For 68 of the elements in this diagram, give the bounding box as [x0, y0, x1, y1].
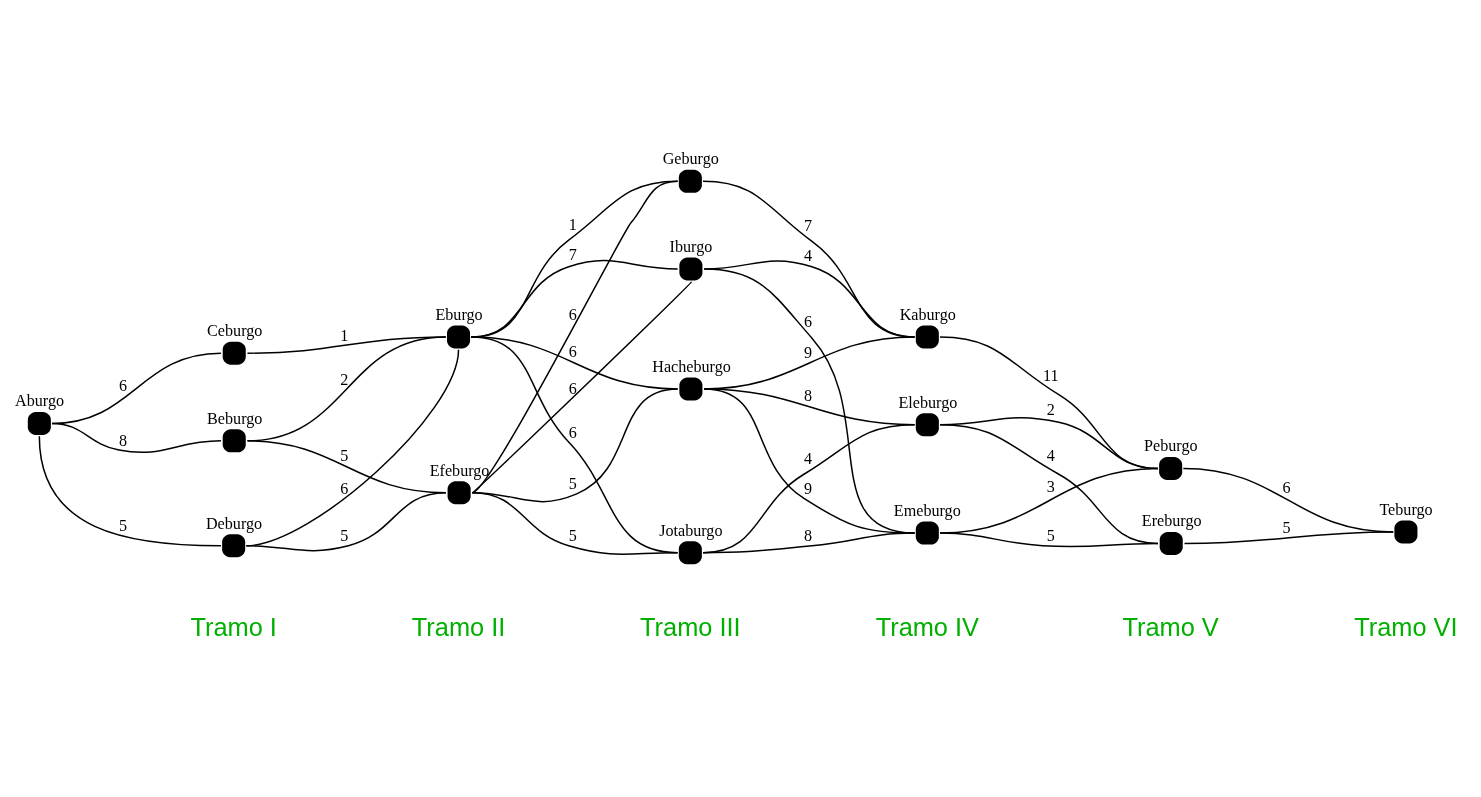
connector [246, 335, 447, 354]
edge-label: 6 [568, 305, 577, 323]
label: Tramo IV [875, 612, 979, 641]
connector [245, 348, 460, 546]
node-label: Aburgo [15, 391, 65, 409]
edge-label: 6 [118, 376, 127, 394]
connector [702, 180, 916, 338]
edge-label: 4 [803, 449, 812, 467]
connector [245, 491, 447, 551]
node-label: Ceburgo [207, 321, 263, 339]
connector [1183, 530, 1394, 544]
node-label: Jotaburgo [659, 521, 723, 539]
edge-label: 5 [118, 516, 127, 534]
edge-label: 9 [803, 479, 812, 497]
edge-label: 5 [568, 526, 577, 544]
edge-label: 8 [803, 386, 812, 404]
edge-label: 9 [803, 343, 812, 361]
connector [38, 434, 222, 546]
node-label: Beburgo [207, 409, 263, 427]
connector [51, 351, 222, 424]
edge-label: 3 [1046, 477, 1055, 495]
node-label: Geburgo [662, 149, 719, 167]
edge-label: 1 [340, 326, 349, 344]
node-label: Hacheburgo [652, 357, 731, 375]
edge-label: 11 [1042, 366, 1059, 384]
edge-label: 8 [803, 526, 812, 544]
connector [702, 531, 916, 553]
connector [939, 423, 1159, 544]
edge-label: 6 [568, 379, 577, 397]
node-label: Emeburgo [893, 501, 961, 519]
connector [470, 335, 679, 553]
node-label: Iburgo [669, 237, 713, 255]
edge-label: 6 [568, 423, 577, 441]
edge-label: 1 [568, 215, 577, 233]
node-label: Kaburgo [899, 305, 956, 323]
node-label: Ereburgo [1141, 511, 1202, 529]
label: Tramo VI [1354, 612, 1458, 641]
node-label: Efeburgo [429, 461, 490, 479]
node-label: Peburgo [1144, 436, 1198, 454]
connector [471, 280, 693, 493]
node-label: Eleburgo [898, 393, 958, 411]
label: Tramo V [1122, 612, 1219, 641]
edge-label: 2 [340, 370, 349, 388]
edge-label: 7 [803, 216, 812, 234]
edge-label: 5 [340, 526, 349, 544]
connector [939, 531, 1159, 547]
edge-label: 5 [568, 474, 577, 492]
edge-label: 5 [1046, 526, 1055, 544]
node-label: Eburgo [435, 305, 483, 323]
connector [246, 335, 447, 442]
edge-label: 6 [568, 342, 577, 360]
edge-label: 4 [1046, 446, 1055, 464]
edge-label: 4 [803, 246, 812, 264]
edge-label: 6 [1282, 478, 1291, 496]
edge-label: 6 [340, 479, 349, 497]
edge-label: 7 [568, 245, 577, 263]
connector [702, 423, 916, 553]
edge-label: 2 [1046, 400, 1055, 418]
label: Tramo III [640, 612, 741, 641]
node-label: Teburgo [1379, 500, 1433, 518]
label: Tramo II [411, 612, 506, 641]
edge-label: 5 [340, 446, 349, 464]
edge-label: 6 [803, 312, 812, 330]
edge-label: 5 [1282, 518, 1291, 536]
edge-label: 8 [118, 431, 127, 449]
label: Tramo I [190, 612, 277, 641]
node-label: Deburgo [205, 514, 263, 532]
connector [471, 491, 679, 555]
